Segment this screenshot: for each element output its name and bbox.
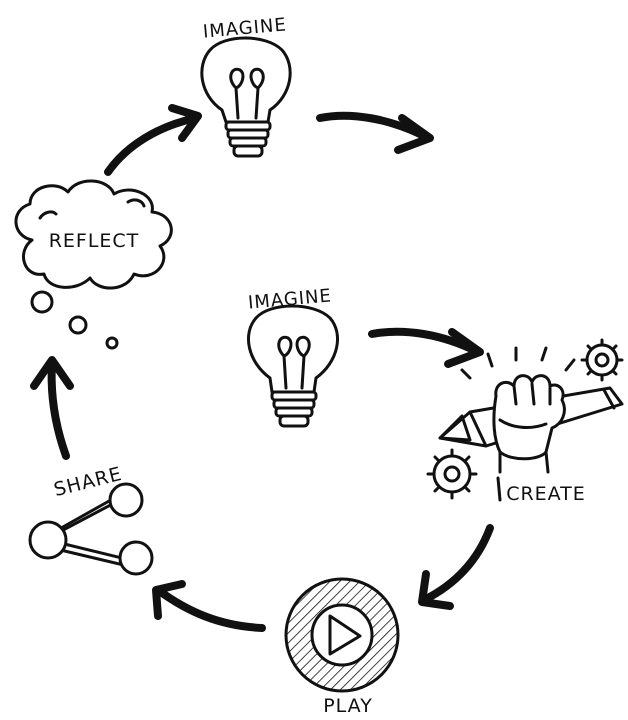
- arrow-reflect-to-imagine: [104, 104, 202, 176]
- share-icon: [28, 482, 154, 576]
- hand-with-pencil-and-gears-icon: [426, 338, 624, 500]
- lightbulb-icon: [247, 304, 339, 428]
- play-button-icon: [284, 577, 400, 693]
- reflect-stage: REFLECT: [14, 179, 173, 350]
- play-label: PLAY: [323, 695, 373, 717]
- imagine-center-stage: IMAGINE: [247, 285, 339, 428]
- arrow-create-to-play: [418, 524, 494, 610]
- arrow-imagine-to-create: [368, 327, 484, 368]
- gear-icon: [580, 338, 624, 382]
- thought-cloud-icon: [14, 179, 173, 350]
- gear-icon: [426, 448, 478, 500]
- create-stage: CREATE: [426, 338, 624, 505]
- arrow-imagine-to-create-outer: [316, 111, 434, 154]
- create-label: CREATE: [506, 483, 586, 505]
- imagine-top-stage: IMAGINE: [200, 14, 292, 158]
- share-stage: SHARE: [28, 463, 154, 576]
- reflect-label: REFLECT: [49, 230, 140, 252]
- lightbulb-icon: [200, 36, 292, 158]
- arrow-play-to-share: [152, 580, 266, 632]
- play-stage: PLAY: [284, 577, 400, 717]
- arrow-share-to-reflect: [30, 356, 74, 460]
